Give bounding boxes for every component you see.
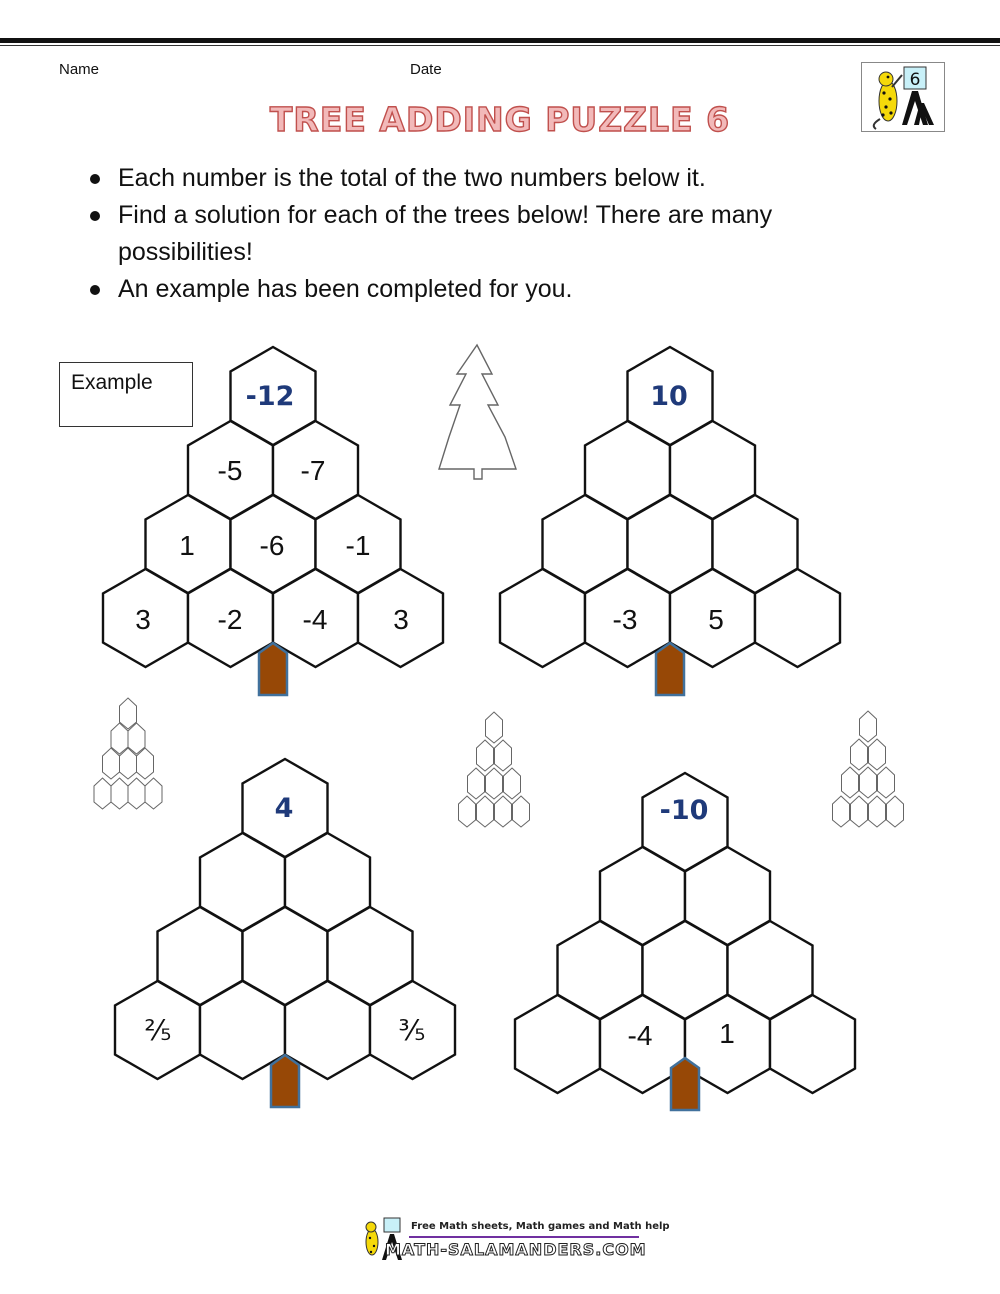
instruction-item: Find a solution for each of the trees be…	[86, 197, 886, 271]
page-title: TREE ADDING PUZZLE 6	[269, 99, 731, 139]
hex-cell: 3	[135, 604, 151, 635]
hex-cell: 1	[179, 530, 195, 561]
hex-cell: -4	[303, 604, 328, 635]
instruction-item: Each number is the total of the two numb…	[86, 160, 886, 197]
logo-badge-number: 6	[910, 70, 921, 90]
instructions-list: Each number is the total of the two numb…	[86, 160, 886, 308]
hex-cell: 3	[393, 604, 409, 635]
puzzle-2: 4 ⅖ ⅗	[113, 757, 457, 1109]
hex-cell-input[interactable]: ⅖	[144, 1015, 171, 1046]
hex-cell-top: 4	[275, 793, 294, 824]
hex-cell: -6	[260, 530, 285, 561]
hex-cell-input[interactable]: 1	[719, 1018, 735, 1049]
hex-cell-top: -10	[660, 795, 709, 826]
puzzle-3: -10 -4 1	[513, 771, 857, 1112]
header-rule-thick	[0, 38, 1000, 43]
tree-trunk-icon	[654, 641, 686, 697]
hex-cell-input[interactable]: 5	[708, 604, 724, 635]
mini-hex-tree-icon	[93, 697, 163, 810]
hex-cell-input[interactable]: -4	[628, 1020, 653, 1051]
instruction-item: An example has been completed for you.	[86, 271, 886, 308]
mini-hex-tree-icon	[832, 710, 904, 828]
tree-trunk-icon	[269, 1053, 301, 1109]
header-rule-thin	[0, 45, 1000, 46]
salamander-easel-icon: 6	[872, 66, 934, 130]
name-label: Name	[59, 61, 100, 78]
tree-trunk-icon	[257, 641, 289, 697]
puzzle-example: -12 -5 -7 1 -6 -1 3 -2 -4 3	[101, 345, 445, 697]
puzzle-1: 10 -3 5	[498, 345, 842, 697]
footer-salamander-icon	[365, 1217, 402, 1260]
christmas-tree-outline-icon	[438, 343, 517, 480]
hex-cell: -7	[301, 455, 326, 486]
footer-site-link[interactable]: MATH-SALAMANDERS.COM	[385, 1240, 647, 1260]
hex-cell: -5	[218, 455, 243, 486]
hex-cell-top: -12	[246, 381, 295, 412]
hex-cell: -1	[346, 530, 371, 561]
hex-cell: -2	[218, 604, 243, 635]
footer-tagline: Free Math sheets, Math games and Math he…	[411, 1221, 670, 1232]
tree-trunk-icon	[669, 1056, 701, 1112]
footer-divider	[409, 1236, 639, 1238]
date-label: Date	[410, 61, 442, 78]
salamander-logo: 6	[861, 62, 945, 132]
hex-cell-input[interactable]: ⅗	[398, 1015, 425, 1046]
example-label-box: Example	[59, 362, 193, 427]
mini-hex-tree-icon	[458, 711, 530, 828]
hex-cell-input[interactable]: -3	[613, 604, 638, 635]
hex-cell-top: 10	[650, 381, 688, 412]
